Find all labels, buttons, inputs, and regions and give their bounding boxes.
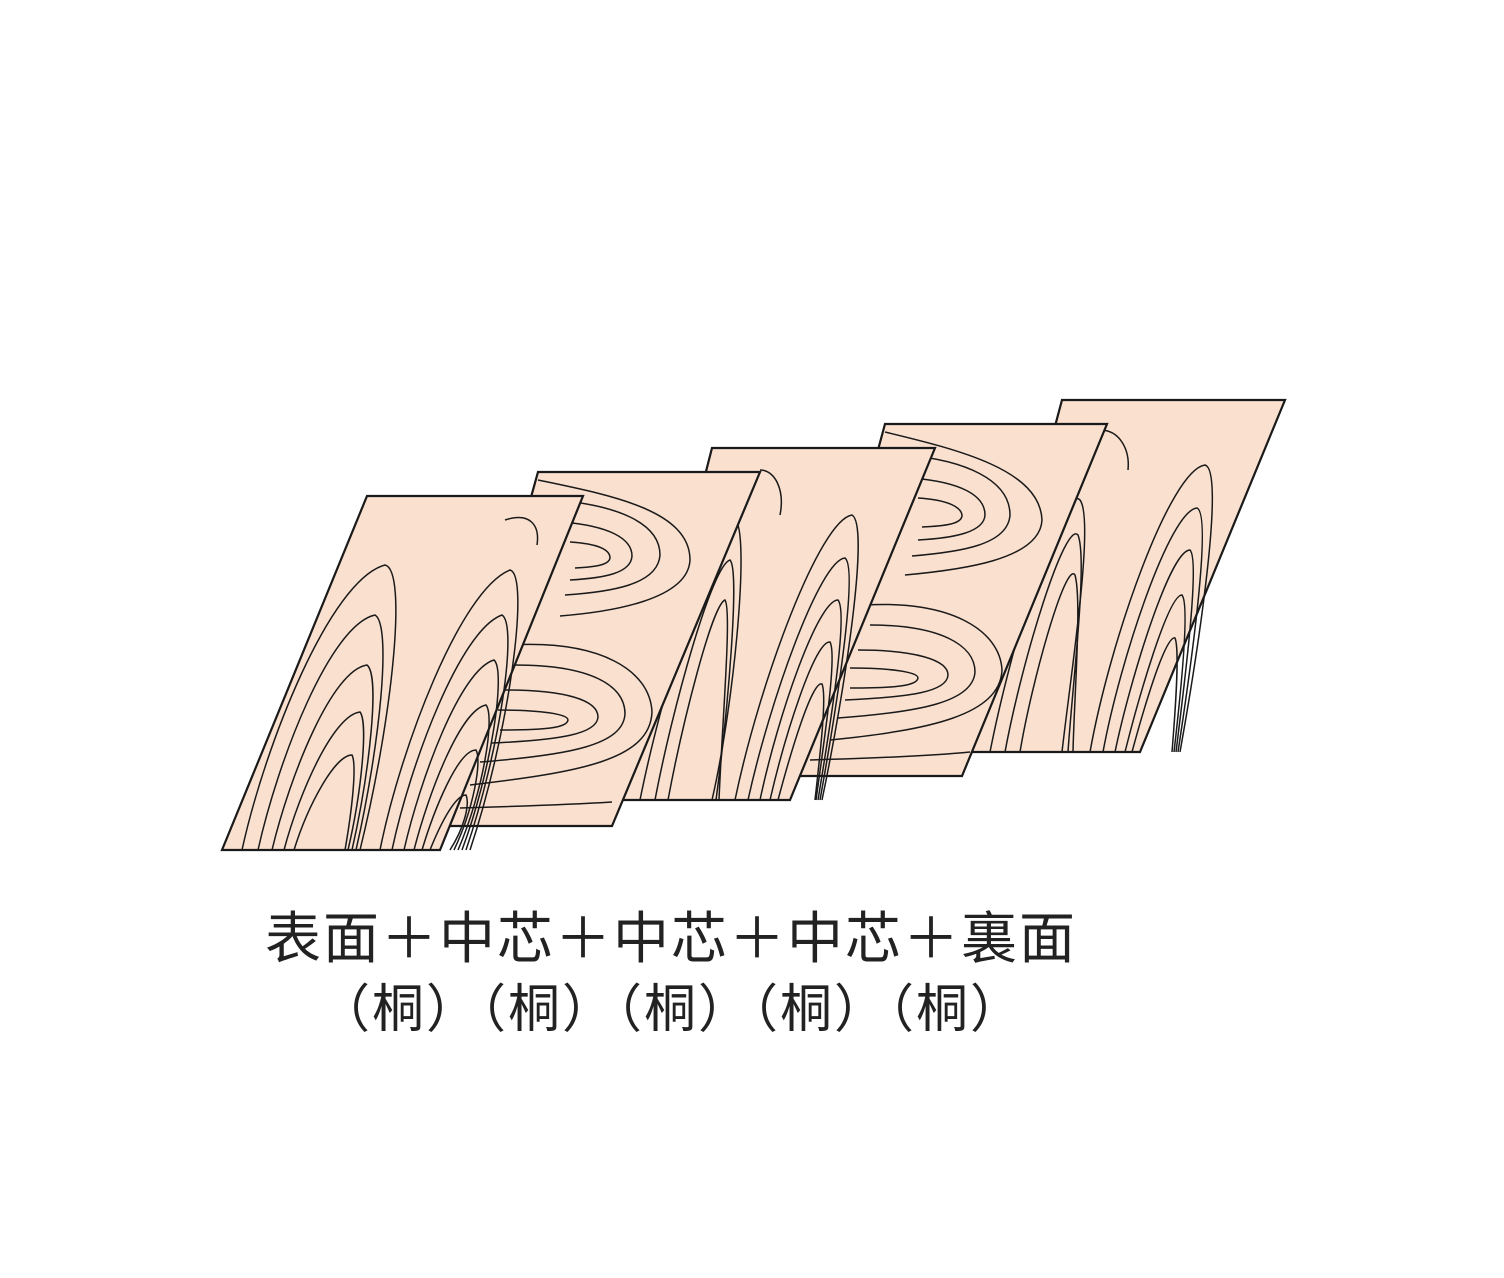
wood-grain-1 bbox=[241, 516, 539, 851]
wood-grain-4 bbox=[809, 431, 1043, 761]
veneer-layer-1-face bbox=[220, 494, 585, 852]
wood-grain-2 bbox=[459, 479, 691, 809]
layer-names-caption: 表面＋中芯＋中芯＋中芯＋裏面 bbox=[265, 907, 1077, 972]
wood-grain-3 bbox=[639, 469, 859, 801]
layer-material-caption: （桐）（桐）（桐）（桐）（桐） bbox=[318, 980, 1025, 1040]
